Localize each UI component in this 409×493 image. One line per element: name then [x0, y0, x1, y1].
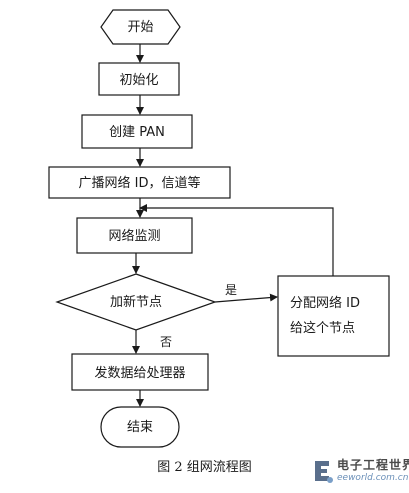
init-node-label: 初始化: [119, 73, 158, 88]
edge-label-yes: 是: [225, 283, 237, 297]
send-node-label: 发数据给处理器: [94, 365, 185, 381]
edge-loop-back: [139, 204, 334, 276]
start-node-label: 开始: [127, 20, 153, 35]
broadcast-node-label: 广播网络 ID，信道等: [79, 175, 201, 191]
watermark-site: eeworld.com.cn: [337, 473, 409, 483]
watermark-logo: 电子工程世界 eeworld.com.cn: [311, 455, 409, 489]
edge-label-no: 否: [160, 335, 172, 349]
broadcast-node: [48, 166, 231, 199]
assign-node: [277, 275, 390, 357]
end-node-label: 结束: [127, 420, 153, 435]
send-node: [71, 353, 209, 391]
decision-node-label: 加新节点: [110, 294, 162, 310]
create-pan-node-label: 创建 PAN: [109, 125, 165, 140]
watermark-title: 电子工程世界: [337, 458, 409, 472]
figure-caption: 图 2 组网流程图: [157, 460, 252, 475]
monitor-node-label: 网络监测: [108, 228, 160, 244]
assign-node-label-line2: 给这个节点: [290, 320, 355, 336]
init-node: [98, 62, 180, 96]
monitor-node: [76, 217, 193, 254]
start-node: [100, 9, 181, 45]
eeworld-logo-icon: [315, 461, 333, 483]
assign-node-label-line1: 分配网络 ID: [290, 295, 360, 311]
create-pan-node: [81, 114, 193, 149]
edge-yes: [214, 293, 278, 303]
end-node: [100, 406, 180, 448]
